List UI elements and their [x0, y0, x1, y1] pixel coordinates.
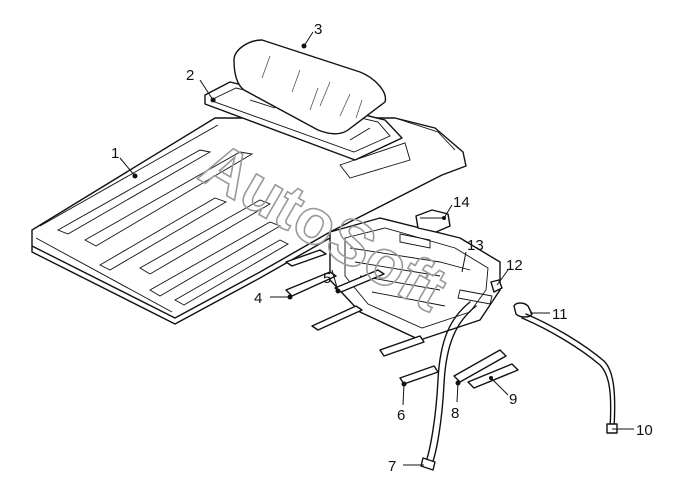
callout-1: 1: [111, 145, 136, 177]
callout-6: 6: [397, 383, 405, 424]
callout-label-12: 12: [506, 257, 523, 274]
callout-label-8: 8: [451, 405, 459, 422]
callout-label-10: 10: [636, 422, 653, 439]
callout-4: 4: [254, 290, 290, 307]
glass-panel: [233, 39, 387, 135]
callout-2: 2: [186, 67, 214, 101]
callout-label-7: 7: [388, 458, 396, 475]
callout-12: 12: [496, 257, 523, 286]
roof-panel: [31, 117, 467, 325]
callout-label-5: 5: [323, 270, 331, 287]
side-rail-left: [285, 249, 363, 331]
callout-label-14: 14: [453, 194, 470, 211]
callout-8: 8: [451, 382, 459, 422]
callout-10: 10: [612, 422, 653, 439]
rear-drain-hose: [521, 313, 618, 434]
callout-9: 9: [490, 377, 517, 408]
bolt: [490, 279, 503, 293]
callout-label-2: 2: [186, 67, 194, 84]
callout-7: 7: [388, 458, 424, 475]
callout-label-4: 4: [254, 290, 262, 307]
clip: [513, 302, 533, 318]
motor-bracket: [415, 209, 451, 233]
callout-label-11: 11: [552, 306, 568, 323]
callout-label-13: 13: [467, 237, 484, 254]
callout-5: 5: [323, 269, 339, 292]
callout-13: 13: [461, 237, 484, 273]
callout-label-6: 6: [397, 407, 405, 424]
deflector-strip: [379, 335, 439, 387]
callout-3: 3: [303, 21, 322, 47]
callout-label-1: 1: [111, 145, 119, 162]
callout-label-3: 3: [314, 21, 322, 38]
callout-14: 14: [443, 194, 470, 219]
drain-hose: [420, 301, 477, 471]
callout-label-9: 9: [509, 391, 517, 408]
callout-11: 11: [530, 306, 568, 323]
